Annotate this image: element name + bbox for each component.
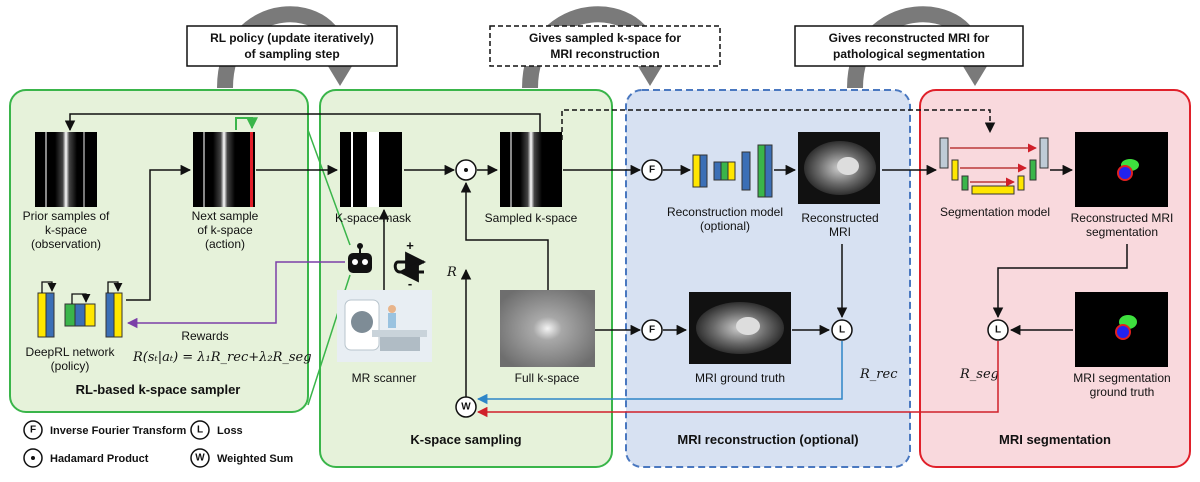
mr-scanner-image <box>337 290 432 362</box>
reconstructed-seg-image <box>1075 132 1168 207</box>
reconstructed-mri-label-2: MRI <box>829 225 851 239</box>
recon-model-label-1: Reconstruction model <box>667 205 783 219</box>
kspace-mask-image <box>340 132 402 207</box>
rewards-label: Rewards <box>181 329 228 343</box>
connector-line-top <box>307 129 351 246</box>
panel-title-segmentation: MRI segmentation <box>999 432 1111 447</box>
next-sample-label-2: of k-space <box>197 223 253 237</box>
loss-operator-recon <box>831 319 853 341</box>
panel-title-reconstruction: MRI reconstruction (optional) <box>677 432 858 447</box>
callout-reconstructed-mri: Gives reconstructed MRI for pathological… <box>794 25 1024 67</box>
prior-samples-image <box>35 132 97 207</box>
next-sample-label-1: Next sample <box>192 209 259 223</box>
legend-text-l: Loss <box>217 425 243 437</box>
seg-model-label: Segmentation model <box>940 205 1050 219</box>
next-sample-image <box>193 132 255 207</box>
arrow-sampled-to-seg-dashed <box>561 109 996 140</box>
r-seg-label: R_seg <box>959 367 999 382</box>
mr-scanner-label: MR scanner <box>352 371 417 385</box>
legend-text-w: Weighted Sum <box>217 453 293 465</box>
deeprl-network-icon <box>37 281 123 338</box>
ifft-symbol-1: F <box>649 165 655 176</box>
mri-gt-label: MRI ground truth <box>695 371 785 385</box>
legend: F Inverse Fourier Transform L Loss Hadam… <box>23 420 293 468</box>
panel-title-sampling: K-space sampling <box>410 432 521 447</box>
legend-symbol-f: F <box>30 425 36 436</box>
arrow-rewards <box>126 261 345 329</box>
deeprl-label-2: (policy) <box>51 359 90 373</box>
arrow-rrec-to-w <box>476 341 843 405</box>
callout-sampled-line2: MRI reconstruction <box>550 47 659 61</box>
callout-sampled-kspace: Gives sampled k-space for MRI reconstruc… <box>489 25 721 67</box>
recon-seg-label-2: segmentation <box>1086 225 1158 239</box>
hadamard-operator <box>455 159 477 181</box>
minus-sign: - <box>408 276 412 291</box>
segmentation-model-icon <box>939 137 1049 195</box>
r-rec-label: R_rec <box>859 367 898 382</box>
recon-model-label-2: (optional) <box>700 219 750 233</box>
reward-equation: R(sₜ|aₜ) = λ₁R_rec+λ₂R_seg <box>132 350 312 365</box>
callout-sampled-line1: Gives sampled k-space for <box>529 31 681 45</box>
refresh-cycle-icon <box>393 251 427 283</box>
plus-sign: + <box>406 238 414 253</box>
callout-recon-line2: pathological segmentation <box>833 47 985 61</box>
callout-recon-line1: Gives reconstructed MRI for <box>829 31 990 45</box>
callout-rl-line2: of sampling step <box>244 47 339 61</box>
arrow-sampled-to-prior <box>64 113 541 132</box>
prior-samples-label-1: Prior samples of <box>23 209 110 223</box>
sample-step-arrow <box>235 117 258 130</box>
arrow-full-to-hadamard <box>460 181 549 290</box>
seg-gt-label-1: MRI segmentation <box>1073 371 1170 385</box>
reward-R-label: R <box>446 265 457 280</box>
ifft-operator-2 <box>641 319 663 341</box>
mri-ground-truth-image <box>689 292 791 364</box>
weighted-sum-symbol: W <box>461 402 471 413</box>
deeprl-label-1: DeepRL network <box>26 345 116 359</box>
seg-gt-label-2: ground truth <box>1090 385 1155 399</box>
reconstruction-model-icon <box>692 144 773 198</box>
legend-symbol-hadamard <box>31 456 35 460</box>
prior-samples-label-3: (observation) <box>31 237 101 251</box>
panel-title-sampler: RL-based k-space sampler <box>76 382 241 397</box>
ifft-symbol-2: F <box>649 325 655 336</box>
full-kspace-image <box>500 290 595 367</box>
arrow-rseg-to-w <box>476 341 999 418</box>
callout-rl-policy: RL policy (update iteratively) of sampli… <box>186 25 398 67</box>
loss-operator-seg <box>987 319 1009 341</box>
ifft-operator-1 <box>641 159 663 181</box>
sampled-kspace-label: Sampled k-space <box>485 211 578 225</box>
reconstructed-mri-image <box>798 132 880 204</box>
loss-symbol-seg: L <box>995 325 1001 336</box>
legend-symbol-w: W <box>195 453 205 464</box>
sampled-kspace-image <box>500 132 562 207</box>
robot-agent-icon <box>348 243 372 273</box>
legend-text-hadamard: Hadamard Product <box>50 453 149 465</box>
reconstructed-mri-label-1: Reconstructed <box>801 211 878 225</box>
legend-symbol-l: L <box>197 425 203 436</box>
seg-ground-truth-image <box>1075 292 1168 367</box>
legend-text-f: Inverse Fourier Transform <box>50 425 187 437</box>
next-sample-label-3: (action) <box>205 237 245 251</box>
callout-rl-line1: RL policy (update iteratively) <box>210 31 374 45</box>
prior-samples-label-2: k-space <box>45 223 87 237</box>
kspace-mask-label: K-space mask <box>335 211 412 225</box>
arrow-network-to-action <box>126 164 192 301</box>
loss-symbol-recon: L <box>839 325 845 336</box>
recon-seg-label-1: Reconstructed MRI <box>1071 211 1174 225</box>
full-kspace-label: Full k-space <box>515 371 580 385</box>
